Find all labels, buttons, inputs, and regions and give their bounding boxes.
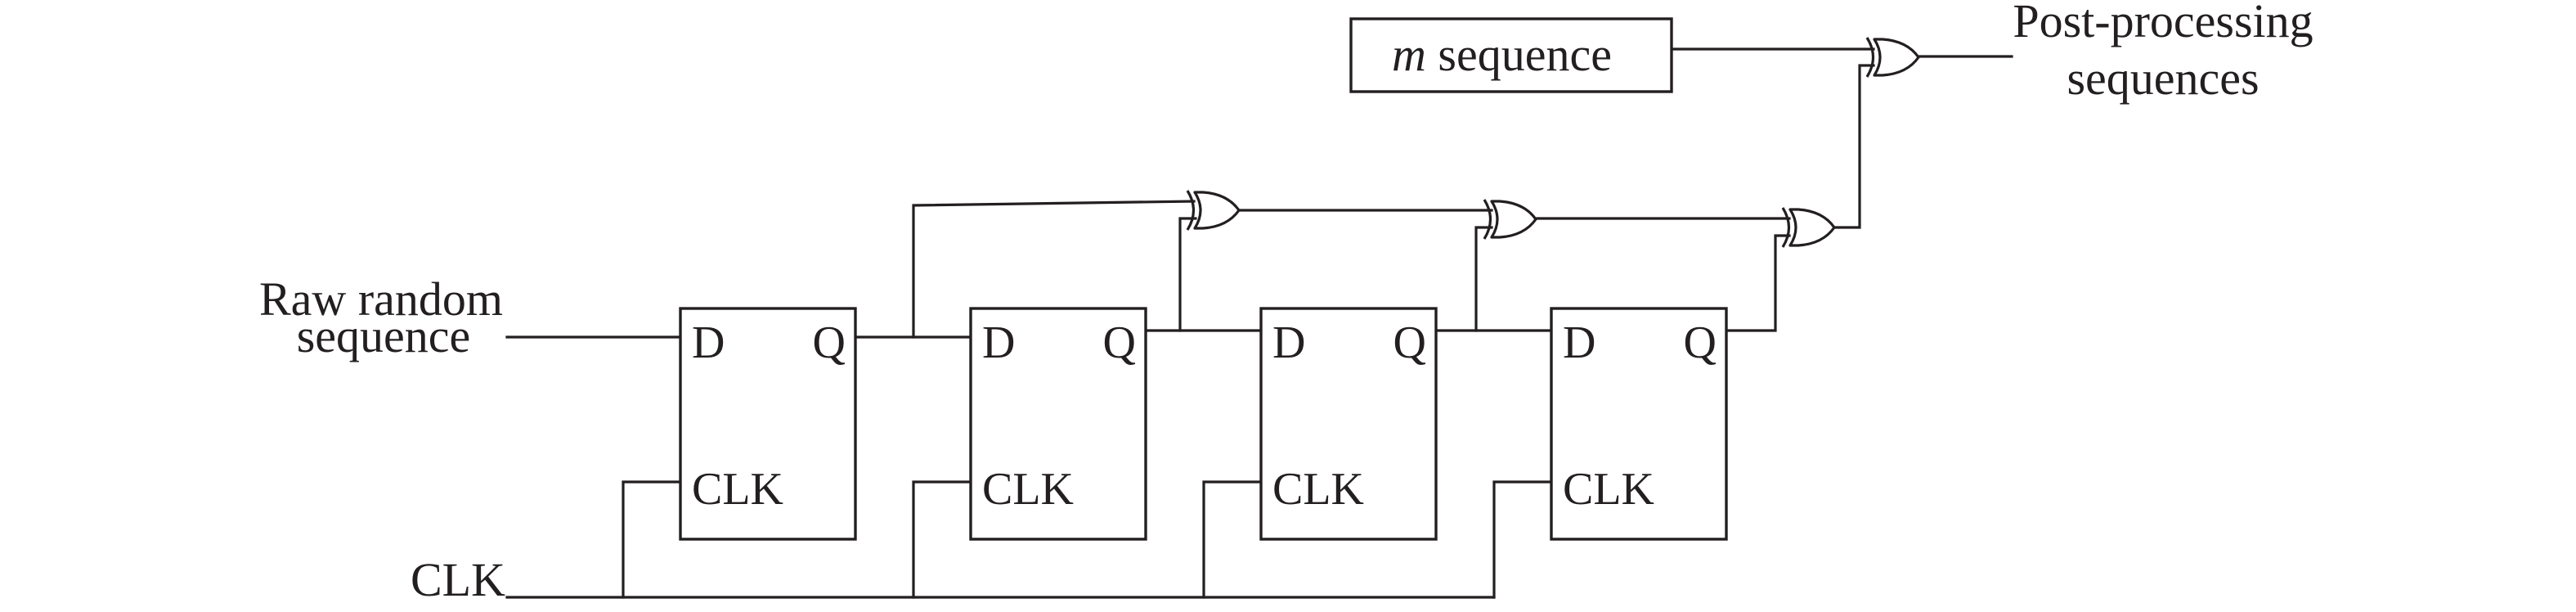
ff4-clk-pin-label: CLK [1563, 464, 1654, 515]
xor-gate-1-body [1193, 191, 1241, 230]
flip-flop-2: D Q CLK [969, 307, 1147, 541]
m-sequence-block: m sequence [1349, 17, 1673, 93]
flip-flop-2-box [969, 307, 1147, 541]
flip-flop-4: D Q CLK [1550, 307, 1728, 541]
flip-flop-1-box [679, 307, 857, 541]
ff3-q-pin-label: Q [1393, 317, 1426, 368]
m-sequence-label-text: sequence [1426, 28, 1612, 81]
m-sequence-box [1349, 17, 1673, 93]
m-sequence-label: m sequence [1392, 28, 1612, 81]
xor-gate-3 [1781, 207, 1836, 248]
wire-clk-ff3 [1202, 480, 1263, 599]
wire-clk-ff2 [912, 480, 972, 599]
xor-gate-4-body [1873, 38, 1920, 77]
flip-flop-3-box [1259, 307, 1438, 541]
xor-gate-4 [1865, 37, 1920, 78]
output-label-line2: sequences [2067, 52, 2259, 105]
ff2-clk-pin-label: CLK [982, 464, 1074, 515]
raw-random-label-line2: sequence [297, 309, 471, 362]
ff3-clk-pin-label: CLK [1272, 464, 1364, 515]
flip-flop-3: D Q CLK [1259, 307, 1438, 541]
wires [505, 47, 2013, 599]
clock-input-label: CLK [411, 553, 505, 606]
raw-random-label-line1: Raw random [259, 272, 503, 326]
xor-gate-3-body [1788, 208, 1836, 247]
xor-gate-1 [1186, 190, 1241, 231]
ff1-q-pin-label: Q [813, 317, 846, 368]
ff4-d-pin-label: D [1563, 317, 1595, 368]
raw-random-sequence-label: Raw random sequence [259, 272, 503, 362]
wire-ff4q-to-xor3-bottom [1725, 234, 1791, 332]
ff2-d-pin-label: D [982, 317, 1015, 368]
wire-tap-to-xor1-bottom [1178, 217, 1197, 332]
xor-gate-2 [1483, 199, 1537, 240]
flip-flop-1: D Q CLK [679, 307, 857, 541]
xor-gate-2-back-arc [1483, 199, 1492, 240]
ff4-q-pin-label: Q [1684, 317, 1717, 368]
wire-clk-ff1 [622, 480, 682, 599]
ff1-clk-pin-label: CLK [692, 464, 783, 515]
ff3-d-pin-label: D [1272, 317, 1305, 368]
ff2-q-pin-label: Q [1103, 317, 1136, 368]
xor-gate-4-back-arc [1865, 37, 1875, 78]
post-processing-output-label: Post-processing sequences [2013, 0, 2313, 105]
wire-xor3-to-xor4 [1832, 64, 1875, 229]
ff1-d-pin-label: D [692, 317, 725, 368]
xor-gates [1186, 37, 1920, 248]
xor-gate-1-back-arc [1186, 190, 1196, 231]
m-sequence-label-italic: m [1392, 28, 1426, 81]
wire-tap-to-xor2-bottom [1474, 226, 1493, 332]
wire-clk-ff4 [1492, 480, 1553, 599]
wire-tap-to-xor1-top [912, 200, 1196, 339]
flip-flop-4-box [1550, 307, 1728, 541]
xor-gate-2-body [1490, 200, 1537, 239]
xor-gate-3-back-arc [1781, 207, 1791, 248]
output-label-line1: Post-processing [2013, 0, 2313, 47]
